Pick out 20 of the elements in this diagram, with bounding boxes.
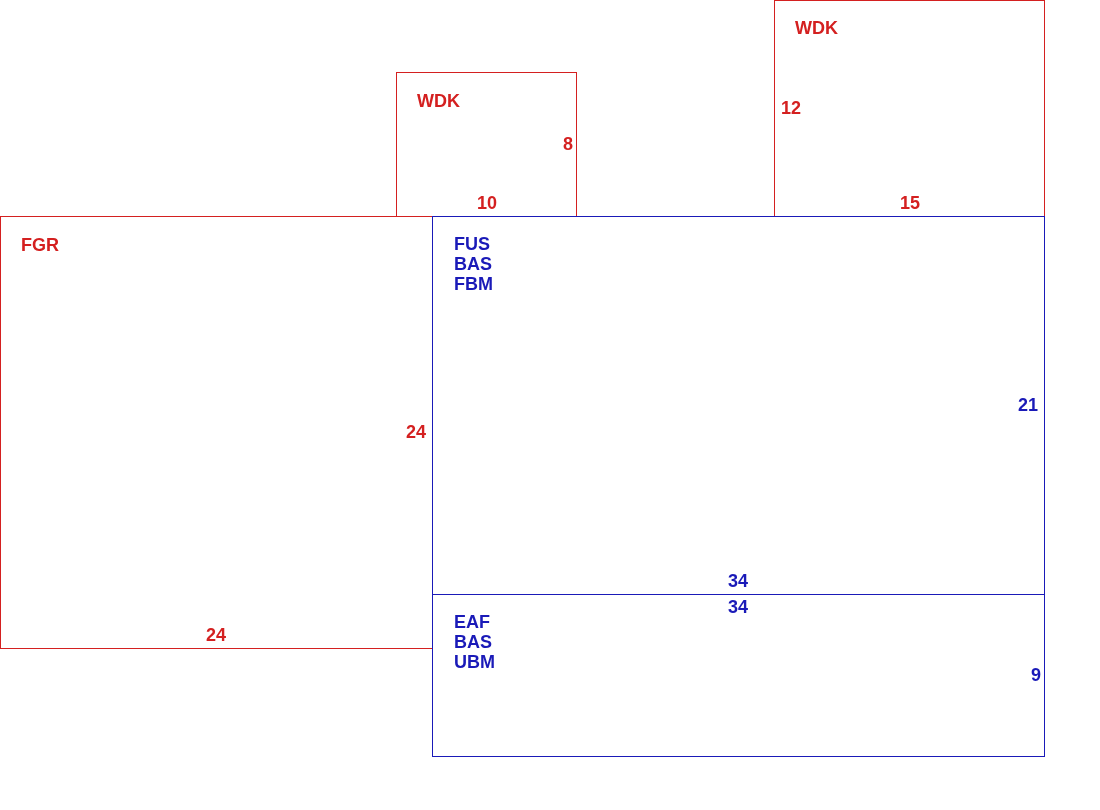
room-label: WDK: [417, 91, 460, 111]
dimension-label: 24: [406, 422, 426, 442]
room-label: EAF BAS UBM: [454, 612, 495, 672]
room-outline: [432, 216, 1045, 595]
room-outline: [774, 0, 1045, 217]
dimension-label: 24: [206, 625, 226, 645]
dimension-label: 34: [728, 571, 748, 591]
dimension-label: 21: [1018, 395, 1038, 415]
room-outline: [0, 216, 433, 649]
dimension-label: 34: [728, 597, 748, 617]
dimension-label: 9: [1031, 665, 1041, 685]
room-outline: [432, 594, 1045, 757]
dimension-label: 10: [477, 193, 497, 213]
room-label: FUS BAS FBM: [454, 234, 493, 294]
dimension-label: 12: [781, 98, 801, 118]
room-outline: [396, 72, 577, 217]
dimension-label: 15: [900, 193, 920, 213]
room-label: WDK: [795, 18, 838, 38]
room-label: FGR: [21, 235, 59, 255]
dimension-label: 8: [563, 134, 573, 154]
